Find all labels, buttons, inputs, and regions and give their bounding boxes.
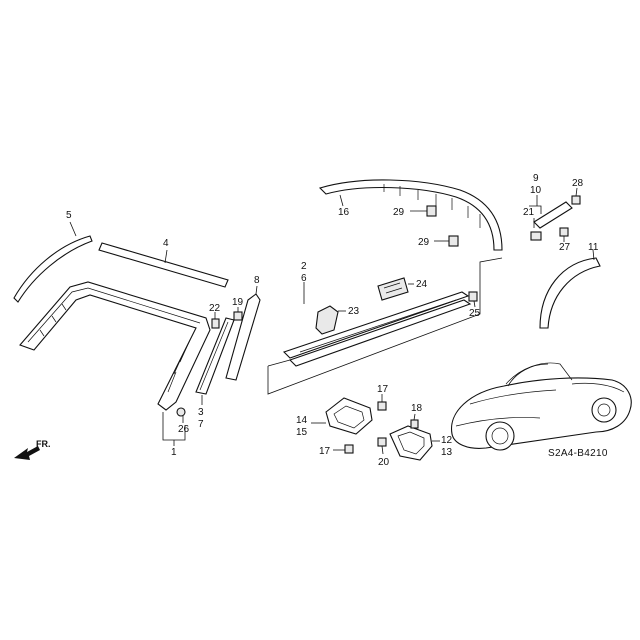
callout-28: 28 [572, 178, 584, 189]
part-24-bracket [377, 277, 414, 301]
callout-21: 21 [523, 207, 535, 218]
callout-3: 3 [198, 407, 204, 418]
callout-7: 7 [198, 419, 204, 430]
clip-17-upper [377, 394, 387, 411]
part-23-clip [315, 305, 346, 335]
callout-17-lower: 17 [319, 446, 331, 457]
callout-24: 24 [416, 279, 428, 290]
car-illustration [451, 362, 632, 451]
callout-9: 9 [533, 173, 539, 184]
callout-2: 2 [301, 261, 307, 272]
callout-6: 6 [301, 273, 307, 284]
diagram-code: S2A4-B4210 [548, 448, 608, 459]
clip-17-lower [333, 444, 354, 454]
callout-25: 25 [469, 308, 481, 319]
callout-11: 11 [588, 242, 599, 253]
clip-22 [211, 312, 220, 329]
callout-23: 23 [348, 306, 360, 317]
clip-26 [176, 407, 186, 423]
part-8-molding [225, 285, 261, 381]
callout-19: 19 [232, 297, 244, 308]
clip-18 [410, 413, 419, 429]
callout-22: 22 [209, 303, 221, 314]
clip-19 [233, 307, 243, 321]
part-4-molding [98, 242, 229, 288]
callout-14: 14 [296, 415, 308, 426]
callout-5: 5 [66, 210, 72, 221]
clip-29-upper [410, 205, 437, 217]
clip-28 [571, 187, 581, 205]
callout-10: 10 [530, 185, 542, 196]
callout-16: 16 [338, 207, 350, 218]
part-5-molding [13, 221, 93, 303]
callout-1: 1 [171, 447, 177, 458]
clip-29-lower [434, 235, 459, 247]
front-label: FR. [36, 439, 51, 449]
part-9-10-trim [529, 195, 573, 241]
clip-20 [377, 437, 387, 455]
front-direction-arrow-icon [14, 446, 40, 460]
callout-15: 15 [296, 427, 308, 438]
callout-4: 4 [163, 238, 169, 249]
callout-17-upper: 17 [377, 384, 389, 395]
part-16-rail [318, 179, 503, 251]
part-14-15-bracket [311, 397, 373, 435]
callout-20: 20 [378, 457, 390, 468]
callout-27: 27 [559, 242, 571, 253]
callout-8: 8 [254, 275, 260, 286]
callout-13: 13 [441, 447, 453, 458]
part-25-clip [468, 291, 478, 308]
callout-29-lower: 29 [418, 237, 430, 248]
part-12-13-bracket [389, 425, 440, 461]
part-1-windshield-frame [19, 281, 211, 446]
clip-27 [559, 227, 569, 242]
callout-12: 12 [441, 435, 453, 446]
callout-29-upper: 29 [393, 207, 405, 218]
callout-18: 18 [411, 403, 423, 414]
part-11-arch-molding [539, 249, 601, 329]
callout-26: 26 [178, 424, 190, 435]
part-2-6-side-sill [267, 257, 503, 395]
